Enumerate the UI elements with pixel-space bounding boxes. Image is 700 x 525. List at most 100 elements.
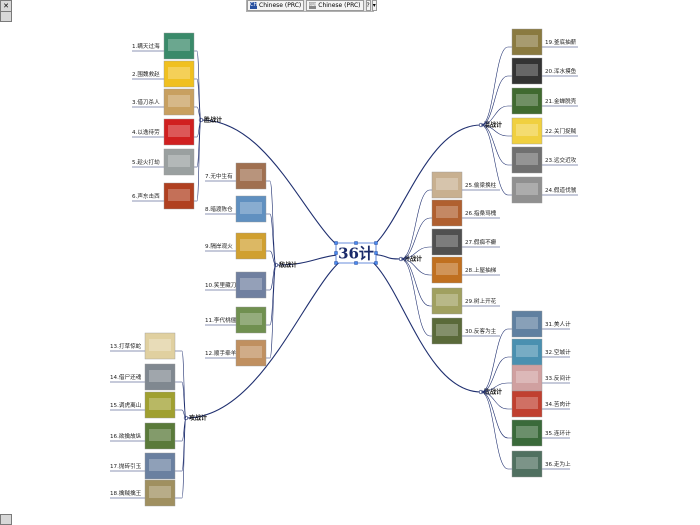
- branch-connector: [200, 119, 357, 255]
- leaf-label[interactable]: 16.欲擒故纵: [110, 432, 142, 440]
- picture-highlight: [149, 370, 171, 382]
- leaf-label[interactable]: 5.趁火打劫: [132, 158, 160, 166]
- leaf-connector: [196, 50, 202, 121]
- leaf-picture[interactable]: [235, 232, 267, 260]
- help-button[interactable]: ?: [365, 0, 371, 11]
- branch-label[interactable]: 敌战计: [279, 261, 297, 269]
- leaf-picture[interactable]: [431, 317, 463, 345]
- leaf-label[interactable]: 14.借尸还魂: [110, 373, 142, 381]
- leaf-label[interactable]: 15.调虎离山: [110, 401, 141, 409]
- leaf-label[interactable]: 18.擒贼擒王: [110, 489, 142, 497]
- leaf-picture[interactable]: [431, 228, 463, 256]
- leaf-label[interactable]: 35.连环计: [545, 429, 571, 437]
- leaf-label[interactable]: 3.借刀杀人: [132, 98, 160, 106]
- selection-handle-icon[interactable]: [374, 251, 378, 255]
- leaf-picture[interactable]: [144, 452, 176, 480]
- leaf-picture[interactable]: [235, 339, 267, 367]
- leaf-picture[interactable]: [163, 88, 195, 116]
- leaf-picture[interactable]: [163, 32, 195, 60]
- leaf-label[interactable]: 6.声东击西: [132, 192, 160, 200]
- leaf-label[interactable]: 25.偷梁换柱: [465, 181, 497, 189]
- leaf-picture[interactable]: [431, 287, 463, 315]
- leaf-label[interactable]: 8.暗渡陈仓: [205, 205, 233, 213]
- selection-handle-icon[interactable]: [354, 241, 358, 245]
- leaf-connector: [480, 124, 509, 166]
- leaf-label[interactable]: 26.指桑骂槐: [465, 209, 497, 217]
- leaf-picture[interactable]: [511, 146, 543, 174]
- close-icon[interactable]: ✕: [0, 0, 12, 12]
- branch-label[interactable]: 败战计: [484, 388, 502, 396]
- leaf-picture[interactable]: [235, 195, 267, 223]
- branch-label[interactable]: 混战计: [484, 121, 502, 129]
- leaf-picture[interactable]: [511, 176, 543, 204]
- leaf-label[interactable]: 12.顺手牵羊: [205, 349, 237, 357]
- selection-handle-icon[interactable]: [374, 261, 378, 265]
- leaf-label[interactable]: 13.打草惊蛇: [110, 342, 142, 350]
- leaf-label[interactable]: 29.树上开花: [465, 297, 497, 305]
- leaf-picture[interactable]: [511, 117, 543, 145]
- branch-label[interactable]: 并战计: [404, 255, 422, 263]
- branch-label[interactable]: 胜战计: [203, 116, 222, 124]
- leaf-picture[interactable]: [431, 199, 463, 227]
- leaf-label[interactable]: 27.假痴不癫: [465, 238, 497, 246]
- leaf-label[interactable]: 7.无中生有: [205, 172, 233, 180]
- leaf-picture[interactable]: [431, 256, 463, 284]
- leaf-picture[interactable]: [431, 171, 463, 199]
- leaf-label[interactable]: 32.空城计: [545, 348, 571, 356]
- selection-handle-icon[interactable]: [334, 261, 338, 265]
- leaf-label[interactable]: 28.上屋抽梯: [465, 266, 497, 274]
- leaf-label[interactable]: 36.走为上: [545, 460, 571, 468]
- leaf-picture[interactable]: [511, 390, 543, 418]
- leaf-picture[interactable]: [511, 87, 543, 115]
- leaf-label[interactable]: 19.釜底抽薪: [545, 38, 577, 46]
- keyboard-layout-button[interactable]: ⌨ Chinese (PRC): [306, 0, 364, 11]
- leaf-label[interactable]: 34.苦肉计: [545, 400, 571, 408]
- leaf-picture[interactable]: [511, 338, 543, 366]
- leaf-label[interactable]: 24.假道伐虢: [545, 186, 577, 194]
- leaf-label[interactable]: 10.笑里藏刀: [205, 281, 237, 289]
- leaf-picture[interactable]: [144, 332, 176, 360]
- leaf-picture[interactable]: [144, 391, 176, 419]
- selection-handle-icon[interactable]: [354, 261, 358, 265]
- leaf-label[interactable]: 20.浑水摸鱼: [545, 67, 577, 75]
- input-language-button[interactable]: CH Chinese (PRC): [247, 0, 305, 11]
- restore-icon[interactable]: [0, 12, 12, 22]
- leaf-label[interactable]: 33.反间计: [545, 374, 571, 382]
- leaf-label[interactable]: 17.抛砖引玉: [110, 462, 142, 470]
- leaf-picture[interactable]: [511, 28, 543, 56]
- leaf-picture[interactable]: [163, 182, 195, 210]
- leaf-picture[interactable]: [511, 57, 543, 85]
- leaf-label[interactable]: 22.关门捉贼: [545, 127, 577, 135]
- leaf-picture[interactable]: [144, 479, 176, 507]
- leaf-picture[interactable]: [235, 306, 267, 334]
- leaf-label[interactable]: 31.美人计: [545, 320, 571, 328]
- options-menu-icon[interactable]: ▾: [371, 0, 377, 11]
- leaf-label[interactable]: 30.反客为主: [465, 327, 497, 335]
- leaf-picture[interactable]: [511, 364, 543, 392]
- leaf-picture[interactable]: [163, 118, 195, 146]
- leaf-label[interactable]: 21.金蝉脱壳: [545, 97, 577, 105]
- leaf-connector: [400, 189, 431, 260]
- leaf-picture[interactable]: [163, 60, 195, 88]
- leaf-label[interactable]: 11.李代桃僵: [205, 316, 237, 324]
- input-method-icon: CH: [250, 2, 258, 9]
- picture-highlight: [168, 39, 190, 51]
- picture-highlight: [516, 153, 538, 165]
- leaf-picture[interactable]: [511, 310, 543, 338]
- leaf-picture[interactable]: [235, 162, 267, 190]
- leaf-picture[interactable]: [163, 148, 195, 176]
- leaf-picture[interactable]: [144, 422, 176, 450]
- leaf-picture[interactable]: [511, 450, 543, 478]
- selection-handle-icon[interactable]: [374, 241, 378, 245]
- selection-handle-icon[interactable]: [334, 241, 338, 245]
- selection-handle-icon[interactable]: [334, 251, 338, 255]
- leaf-label[interactable]: 9.隔岸观火: [205, 242, 233, 250]
- leaf-picture[interactable]: [511, 419, 543, 447]
- leaf-label[interactable]: 4.以逸待劳: [132, 128, 160, 136]
- leaf-picture[interactable]: [144, 363, 176, 391]
- leaf-label[interactable]: 2.围魏救赵: [132, 70, 160, 78]
- leaf-label[interactable]: 23.远交近攻: [545, 156, 577, 164]
- leaf-label[interactable]: 1.瞒天过海: [132, 42, 160, 50]
- branch-label[interactable]: 攻战计: [189, 414, 207, 422]
- leaf-picture[interactable]: [235, 271, 267, 299]
